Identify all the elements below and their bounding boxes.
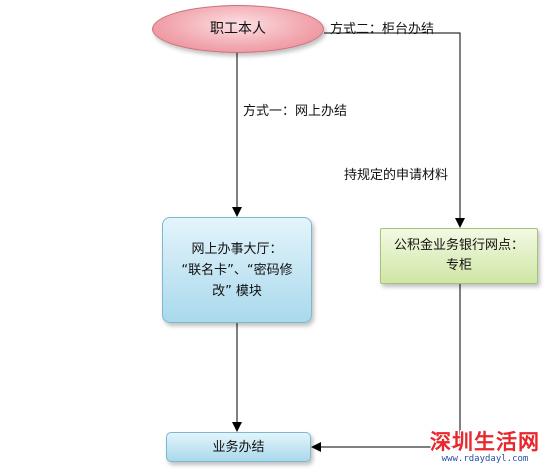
completion-node: 业务办结 (166, 432, 311, 462)
arrow-start-to-counter (324, 32, 465, 228)
online-hall-line2: “联名卡”、“密码修 (181, 262, 293, 278)
bank-counter-node: 公积金业务银行网点： 专柜 (380, 228, 538, 284)
edge-label-online: 方式一：网上办结 (243, 104, 348, 119)
online-hall-node: 网上办事大厅： “联名卡”、“密码修 改” 模块 (162, 217, 312, 323)
edge-label-counter: 方式二：柜台办结 (330, 22, 435, 37)
watermark-title: 深圳生活网 (430, 430, 540, 454)
bank-counter-line1: 公积金业务银行网点： (393, 238, 524, 253)
completion-label: 业务办结 (212, 439, 265, 455)
start-node-label: 职工本人 (210, 20, 266, 37)
edge-label-materials: 持规定的申请材料 (344, 168, 449, 183)
arrow-counter-to-done (311, 284, 461, 452)
online-hall-line3: 改” 模块 (212, 283, 262, 299)
online-hall-line1: 网上办事大厅： (191, 241, 283, 257)
start-node-employee: 职工本人 (152, 5, 324, 53)
watermark-url: www.rdaydayl.com (430, 454, 540, 465)
site-watermark: 深圳生活网 www.rdaydayl.com (430, 430, 540, 470)
bank-counter-line2: 专柜 (445, 258, 472, 273)
